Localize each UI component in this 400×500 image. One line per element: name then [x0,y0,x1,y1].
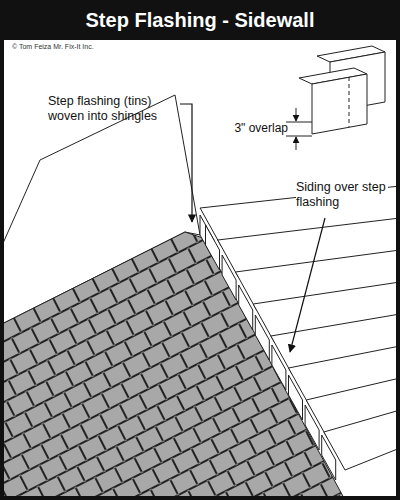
tin-face [312,74,367,134]
callout-label: Step flashing (tins) woven into shingles [48,94,183,124]
overlap-detail [286,46,385,150]
copyright-notice: © Tom Feiza Mr. Fix-It Inc. [12,43,212,51]
leader-line [290,218,325,352]
dimension-label: 3" overlap [224,121,288,135]
title-banner: Step Flashing - Sidewall [0,0,400,40]
extension-line [286,122,312,123]
extension-line [286,136,312,137]
hidden-edge [349,77,350,127]
dimension-arrow [296,108,297,121]
leader-line [180,104,192,222]
siding [200,186,400,470]
dimension-arrow [296,137,297,150]
siding-board [324,410,400,470]
callout-label: Siding over step flashing [296,180,388,210]
